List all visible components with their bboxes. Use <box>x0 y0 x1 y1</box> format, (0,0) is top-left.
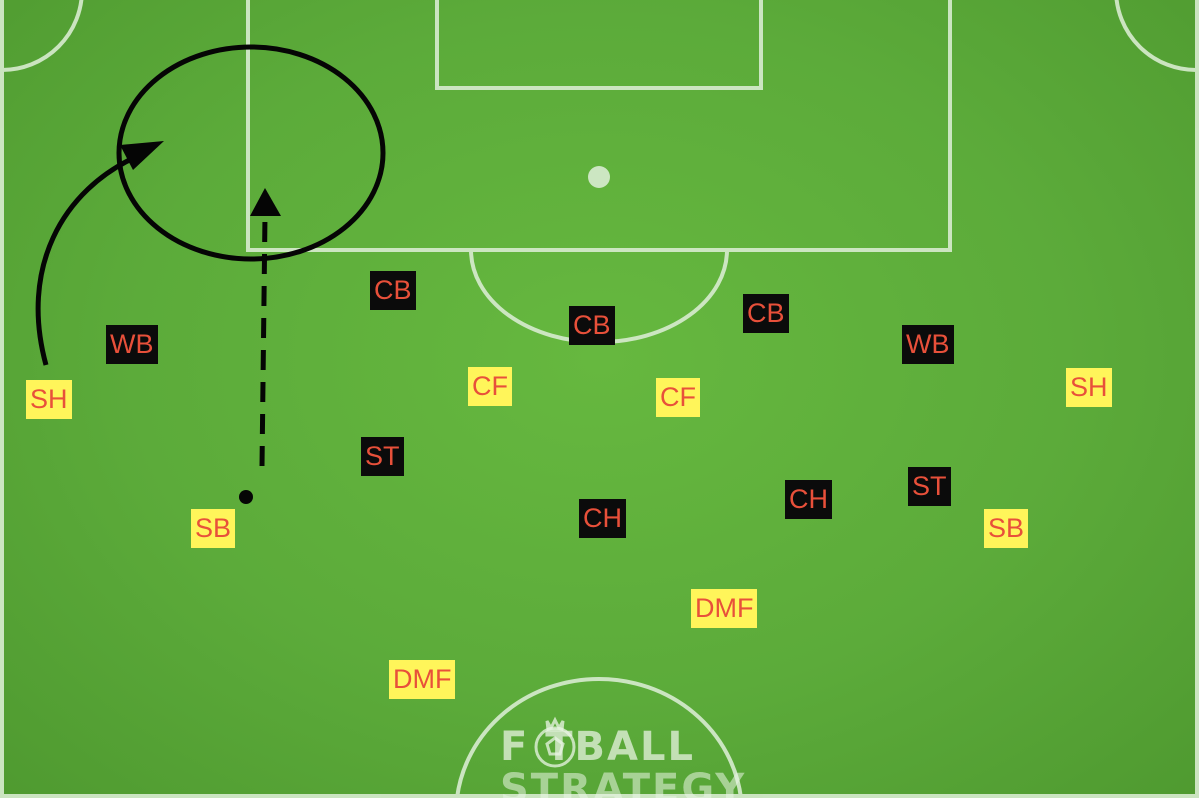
watermark-logo: F TBALL STRATEGY <box>500 724 747 798</box>
dashed-run-line <box>259 214 268 467</box>
player-tag-home-cf-left: CF <box>468 367 512 406</box>
player-tag-away-wb-right: WB <box>902 325 954 364</box>
run-start-dot <box>239 490 253 504</box>
watermark-line2: STRATEGY <box>500 766 747 798</box>
football-logo-icon <box>534 716 576 768</box>
dashed-run-arrowhead <box>250 188 281 216</box>
penalty-area <box>246 0 952 252</box>
player-tag-away-st-right: ST <box>908 467 951 506</box>
player-tag-home-dmf-right: DMF <box>691 589 758 628</box>
goal-area <box>435 0 763 90</box>
penalty-spot <box>588 166 610 188</box>
player-tag-home-cf-right: CF <box>656 378 700 417</box>
player-tag-home-sb-left: SB <box>191 509 236 548</box>
corner-arc-left <box>1 0 84 72</box>
curved-run-arrow <box>35 152 142 366</box>
player-tag-home-sh-right: SH <box>1066 368 1112 407</box>
player-tag-away-cb-left: CB <box>370 271 416 310</box>
player-tag-away-cb-right: CB <box>743 294 789 333</box>
player-tag-away-cb-center: CB <box>569 306 615 345</box>
player-tag-away-wb-left: WB <box>106 325 158 364</box>
player-tag-home-sh-left: SH <box>26 380 72 419</box>
player-tag-home-sb-right: SB <box>984 509 1029 548</box>
player-tag-away-st-left: ST <box>361 437 404 476</box>
curved-run-arrowhead <box>120 141 164 170</box>
player-tag-away-ch-right: CH <box>785 480 832 519</box>
centre-circle <box>455 676 743 798</box>
player-tag-home-dmf-left: DMF <box>389 660 456 699</box>
target-zone-circle <box>116 44 386 262</box>
watermark-line1: F TBALL <box>500 724 695 770</box>
corner-arc-right <box>1114 0 1198 73</box>
player-tag-away-ch-left: CH <box>579 499 626 538</box>
